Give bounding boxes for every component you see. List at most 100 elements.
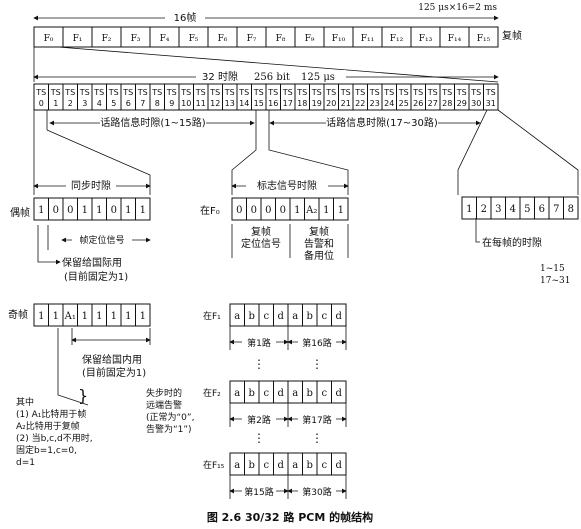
- timeslot-prefix: TS: [398, 88, 409, 97]
- bit-value: 1: [466, 204, 472, 215]
- timeslot-number: 16: [268, 99, 278, 108]
- timeslot-number: 12: [210, 99, 220, 108]
- frame-detail-label: 在F₂: [203, 387, 221, 399]
- timeslot-prefix: TS: [325, 88, 336, 97]
- bit-value: d: [336, 311, 343, 322]
- timeslot-number: 5: [111, 99, 116, 108]
- bit-value: d: [278, 460, 285, 471]
- vertical-ellipsis: ⋮: [253, 431, 265, 445]
- frame-cell-label: F₅: [189, 34, 199, 44]
- bit-value: 1: [294, 205, 300, 216]
- bit-cell: [135, 197, 151, 221]
- bit-value: 1: [125, 311, 131, 322]
- bit-value: 1: [82, 311, 88, 322]
- vertical-ellipsis: ⋮: [253, 357, 265, 371]
- bit-value: a: [292, 311, 298, 322]
- mf-alarm-label-1: 复帧: [309, 225, 329, 238]
- loss-note-line: 失步时的: [146, 387, 182, 399]
- timeslot-number: 8: [155, 99, 160, 108]
- timeslot-prefix: TS: [456, 88, 467, 97]
- frame-cell-label: F₁₅: [477, 34, 491, 44]
- timeslot-prefix: TS: [79, 88, 90, 97]
- channel-left-label: 第15路: [244, 486, 273, 498]
- bit-value: 3: [495, 204, 501, 215]
- mf-alarm-label-3: 备用位: [304, 249, 334, 262]
- timeslot-prefix: TS: [369, 88, 380, 97]
- bit-value: 1: [323, 205, 329, 216]
- frame-cell-label: F₁₄: [448, 34, 462, 44]
- timeslot-prefix: TS: [50, 88, 61, 97]
- bit-value: a: [292, 460, 298, 471]
- bit-value: 1: [96, 311, 102, 322]
- bit-value: 1: [140, 205, 146, 216]
- bit-value: c: [321, 311, 327, 322]
- mf-sync-label-2: 定位信号: [241, 237, 281, 250]
- timeslot-number: 23: [370, 99, 380, 108]
- bit-value: 1: [140, 311, 146, 322]
- timeslot-number: 21: [341, 99, 351, 108]
- bit-value: 1: [125, 205, 131, 216]
- timeslot-cell: [483, 83, 499, 111]
- odd-frame-label: 奇帧: [8, 308, 28, 321]
- frame-detail-label: 在F₁: [203, 310, 221, 322]
- bit-value: 0: [280, 205, 286, 216]
- timeslot-number: 1: [53, 99, 58, 108]
- voice-17-30-label: 话路信息时隙(17~30路): [326, 116, 438, 129]
- frame-cell-label: F₆: [218, 34, 228, 44]
- mf-sync-label-1: 复帧: [251, 225, 271, 238]
- frame-sync-label: 帧定位信号: [79, 234, 124, 246]
- note-line: (1) A₁比特用于帧: [16, 408, 86, 420]
- timeslot-number: 13: [225, 99, 235, 108]
- timeslot-prefix: TS: [427, 88, 438, 97]
- bit-value: 0: [67, 205, 73, 216]
- timeslot-number: 7: [140, 99, 145, 108]
- bit-value: b: [307, 388, 313, 399]
- bit-value: 0: [53, 205, 59, 216]
- bit-value: d: [336, 460, 343, 471]
- timeslot-prefix: TS: [122, 88, 133, 97]
- bit-value: d: [278, 311, 285, 322]
- note-line: A₂比特用于复帧: [16, 420, 80, 432]
- timeslot-number: 20: [326, 99, 336, 108]
- timeslot-prefix: TS: [180, 88, 191, 97]
- frame-cell-label: F₈: [276, 34, 286, 44]
- brace-icon: }: [78, 386, 88, 405]
- bit-value: b: [249, 388, 255, 399]
- bit-cell: [331, 303, 347, 327]
- frame-cell-label: F₁₀: [332, 34, 346, 44]
- notes-block: 其中(1) A₁比特用于帧 A₂比特用于复帧(2) 当b,c,d不用时, 固定b…: [16, 396, 93, 468]
- vertical-ellipsis: ⋮: [311, 431, 323, 445]
- multiframe-label: 复帧: [502, 29, 522, 42]
- timeslot-prefix: TS: [485, 88, 496, 97]
- bit-value: 2: [481, 204, 487, 215]
- bit-value: 1: [82, 205, 88, 216]
- bit-value: 8: [568, 204, 574, 215]
- frame-cell-label: F₄: [160, 34, 170, 44]
- loss-note-line: 告警为“1”): [146, 423, 192, 435]
- timeslot-number: 14: [239, 99, 249, 108]
- bit-value: 4: [510, 204, 516, 215]
- timeslot-prefix: TS: [108, 88, 119, 97]
- timeslot-prefix: TS: [383, 88, 394, 97]
- bit-value: c: [321, 388, 327, 399]
- bit-value: a: [292, 388, 298, 399]
- timeslot-prefix: TS: [64, 88, 75, 97]
- bits-label: 256 bit: [254, 72, 290, 83]
- frame-cell-label: F₀: [44, 34, 54, 44]
- timeslot-number: 19: [312, 99, 322, 108]
- bit-value: d: [278, 388, 285, 399]
- even-frame-label: 偶帧: [10, 206, 30, 219]
- signaling-slot-label: 标志信号时隙: [257, 179, 317, 192]
- timeslot-prefix: TS: [412, 88, 423, 97]
- timeslot-prefix: TS: [35, 88, 46, 97]
- timeslot-number: 2: [68, 99, 73, 108]
- each-frame-label: 在每帧的时隙: [482, 236, 542, 249]
- bit-value: b: [307, 311, 313, 322]
- bit-value: a: [234, 311, 240, 322]
- bit-value: 1: [111, 311, 117, 322]
- bit-cell: [563, 196, 579, 220]
